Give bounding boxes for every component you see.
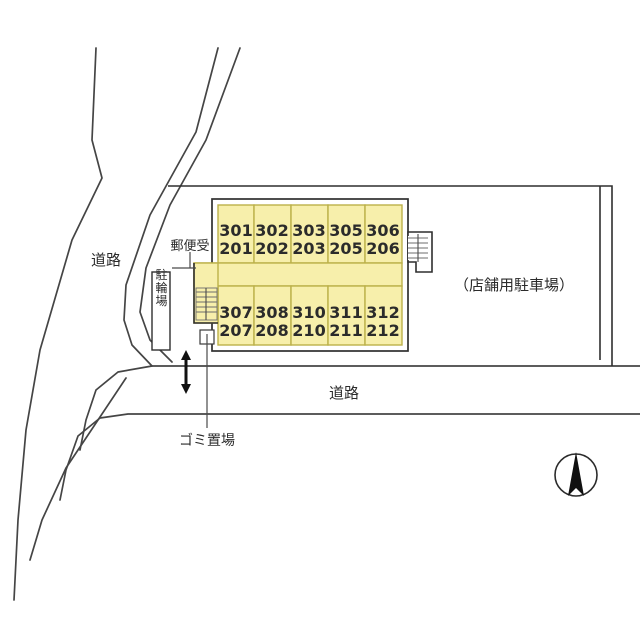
unit-label-307: 307 [219, 303, 252, 322]
mailbox-label: 郵便受 [170, 239, 209, 254]
store-parking-label: （店舗用駐車場） [454, 276, 574, 294]
unit-label-208: 208 [255, 321, 288, 340]
unit-label-311: 311 [329, 303, 362, 322]
unit-label-303: 303 [292, 221, 325, 240]
center-corridor [193, 262, 403, 287]
unit-307-207[interactable] [217, 285, 255, 346]
unit-312-212[interactable] [364, 285, 403, 346]
road-left-inner-edge [123, 47, 219, 367]
unit-label-310: 310 [292, 303, 325, 322]
site-boundary [168, 185, 613, 366]
stairs-right-icon [407, 231, 433, 273]
unit-label-205: 205 [329, 239, 362, 258]
unit-label-207: 207 [219, 321, 252, 340]
unit-row-top [217, 204, 403, 264]
unit-label-210: 210 [292, 321, 325, 340]
double-headed-arrow-icon [181, 350, 191, 394]
unit-label-212: 212 [366, 321, 399, 340]
bicycle-parking-box[interactable] [151, 271, 171, 351]
road-network [13, 47, 640, 601]
unit-label-308: 308 [255, 303, 288, 322]
road-bottom-lower-curve [59, 413, 640, 501]
bicycle-parking-area[interactable]: 駐輪場 [151, 267, 171, 351]
road-left-bottom-diagonal [29, 377, 127, 561]
unit-label-211: 211 [329, 321, 362, 340]
road-left-inner-edge-2 [139, 47, 241, 363]
site-boundary-outline [168, 185, 613, 366]
mailbox-marker: 郵便受 [170, 239, 210, 269]
unit-label-302: 302 [255, 221, 288, 240]
unit-label-306: 306 [366, 221, 399, 240]
north-arrow-icon [554, 452, 598, 497]
bicycle-parking-label: 駐輪場 [154, 267, 168, 307]
road-left-outer-edge [13, 47, 103, 601]
unit-label-312: 312 [366, 303, 399, 322]
unit-row-bottom [217, 285, 403, 346]
stairs-center-icon [195, 287, 218, 321]
road-bottom-top-edge [79, 365, 640, 451]
road-bottom-label: 道路 [329, 384, 359, 402]
unit-306-206[interactable] [364, 204, 403, 264]
unit-label-206: 206 [366, 239, 399, 258]
unit-label-201: 201 [219, 239, 252, 258]
unit-label-203: 203 [292, 239, 325, 258]
garbage-area-label: ゴミ置場 [179, 432, 235, 449]
unit-label-301: 301 [219, 221, 252, 240]
unit-310-210[interactable] [290, 285, 329, 346]
unit-labels: 301 201 302 202 303 203 305 205 306 206 … [219, 221, 399, 340]
unit-label-305: 305 [329, 221, 362, 240]
road-left-label: 道路 [91, 251, 121, 269]
unit-label-202: 202 [255, 239, 288, 258]
corridor-left-stub-outline [193, 263, 218, 324]
garbage-area-marker[interactable]: ゴミ置場 [179, 329, 235, 449]
